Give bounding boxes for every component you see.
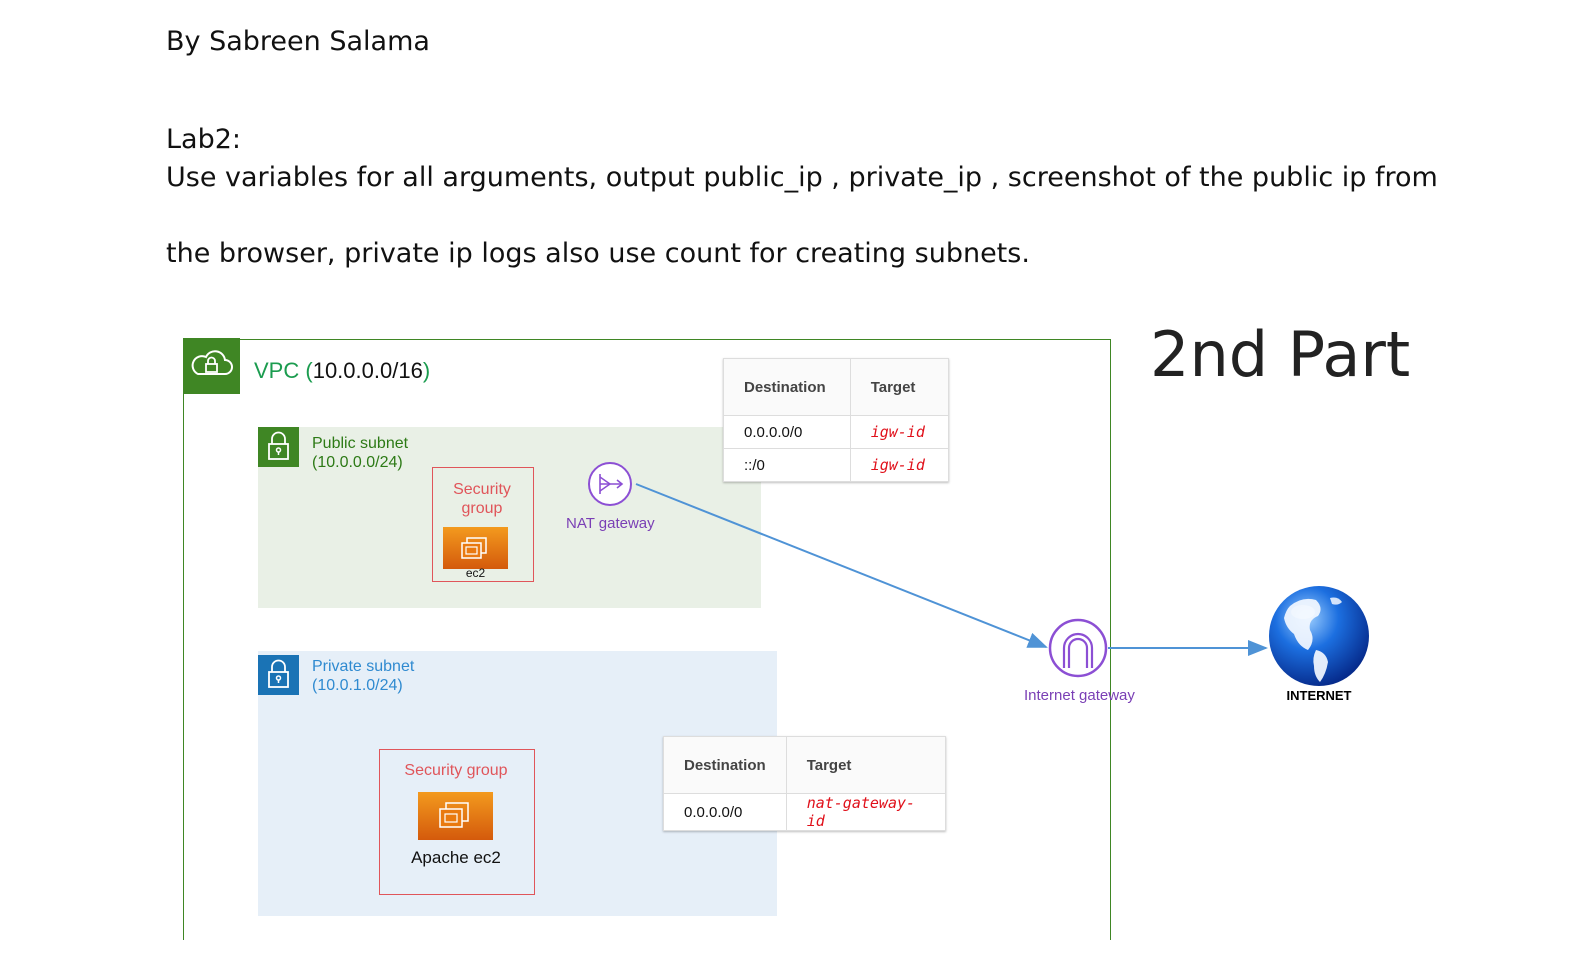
public-security-group-label: Security group <box>453 481 511 517</box>
public-subnet <box>258 427 761 608</box>
column-header-destination: Destination <box>663 736 787 794</box>
target-cell: igw-id <box>849 448 950 482</box>
part-heading: 2nd Part <box>1150 318 1411 391</box>
vpc-label: VPC (10.0.0.0/16) <box>254 358 431 383</box>
vpc-cidr: 10.0.0.0/16 <box>312 358 423 383</box>
internet-gateway-label: Internet gateway <box>1024 687 1135 704</box>
apache-ec2-instance <box>418 792 493 840</box>
vpc-boundary <box>183 339 1111 940</box>
destination-cell: 0.0.0.0/0 <box>723 415 851 449</box>
destination-cell: ::/0 <box>723 448 851 482</box>
vpc-badge <box>183 338 240 394</box>
table-row: ::/0 igw-id <box>723 448 950 482</box>
ec2-chip-icon <box>439 802 469 828</box>
private-subnet-label: Private subnet (10.0.1.0/24) <box>312 658 415 694</box>
destination-cell: 0.0.0.0/0 <box>663 793 787 831</box>
target-cell: igw-id <box>849 415 950 449</box>
table-row: 0.0.0.0/0 nat-gateway-id <box>663 793 947 831</box>
ec2-instance <box>443 527 508 569</box>
globe-icon <box>1269 586 1369 686</box>
lock-icon <box>268 659 289 688</box>
public-subnet-badge <box>258 427 299 467</box>
nat-to-igw-arrow <box>635 483 1048 648</box>
lock-icon <box>268 431 289 460</box>
public-subnet-label: Public subnet (10.0.0.0/24) <box>312 435 409 471</box>
cloud-lock-icon <box>191 350 233 375</box>
author-line: By Sabreen Salama <box>166 26 430 57</box>
private-subnet-badge <box>258 655 299 695</box>
instructions-line-2: the browser, private ip logs also use co… <box>166 238 1030 269</box>
column-header-target: Target <box>849 358 950 416</box>
private-route-table: Destination Target 0.0.0.0/0 nat-gateway… <box>663 736 947 831</box>
public-security-group <box>432 467 534 582</box>
nat-gateway-icon <box>588 462 632 506</box>
table-header-row: Destination Target <box>723 358 950 416</box>
internet-gateway-icon <box>1048 618 1108 678</box>
apache-ec2-label: Apache ec2 <box>411 848 501 867</box>
ec2-label: ec2 <box>465 566 486 580</box>
nat-gateway-label: NAT gateway <box>566 515 655 532</box>
target-cell: nat-gateway-id <box>785 793 947 831</box>
table-header-row: Destination Target <box>663 736 947 794</box>
lab-title: Lab2: <box>166 124 242 155</box>
internet-label: INTERNET <box>1286 688 1352 703</box>
table-row: 0.0.0.0/0 igw-id <box>723 415 950 449</box>
column-header-target: Target <box>785 736 947 794</box>
instructions-line-1: Use variables for all arguments, output … <box>166 162 1438 193</box>
ec2-chip-icon <box>461 537 487 559</box>
private-security-group <box>379 749 535 895</box>
private-security-group-label: Security group <box>404 762 508 779</box>
public-route-table: Destination Target 0.0.0.0/0 igw-id ::/0… <box>723 358 950 482</box>
column-header-destination: Destination <box>723 358 851 416</box>
